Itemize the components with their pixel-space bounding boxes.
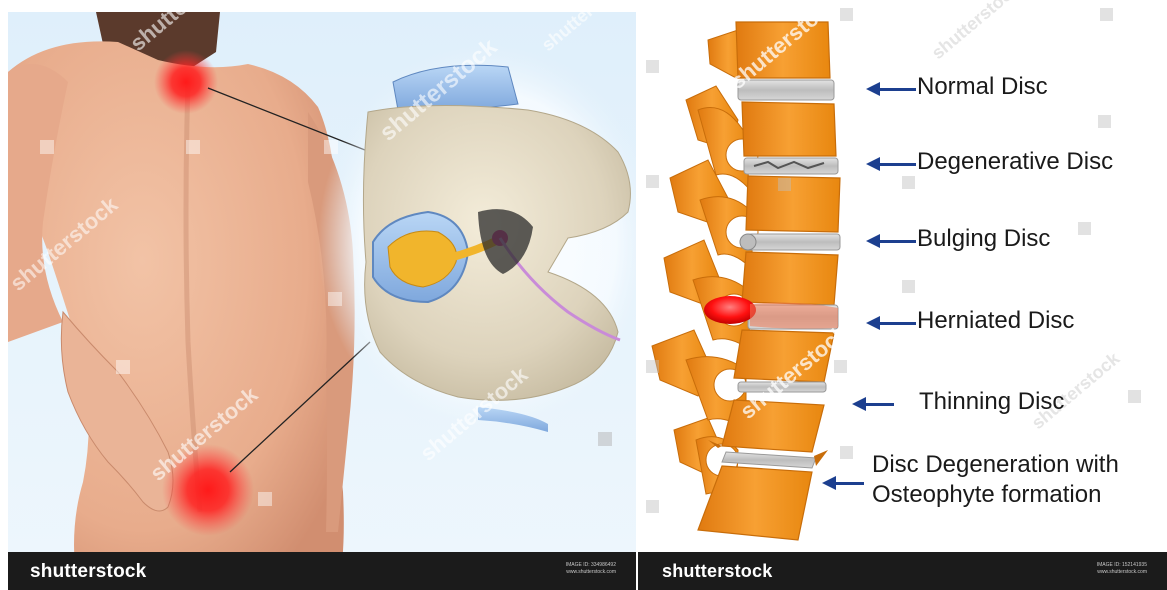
shutterstock-logo: shutterstock [662, 561, 772, 582]
shutterstock-footer-bar: shutterstock IMAGE ID: 152141935 www.shu… [638, 552, 1167, 590]
label-thinning-disc: Thinning Disc [919, 388, 1064, 416]
arrow-degenerative-disc [878, 163, 916, 166]
degenerative-disc [744, 158, 838, 174]
label-osteophyte-disc: Disc Degeneration with Osteophyte format… [872, 450, 1119, 510]
shutterstock-logo: shutterstock [30, 561, 146, 583]
disc-degeneration-diagram: shutterstock shutterstock shutterstock s… [638, 0, 1167, 590]
image-id-info: IMAGE ID: 334986492 www.shutterstock.com [566, 562, 616, 576]
label-herniated-disc: Herniated Disc [917, 307, 1074, 335]
arrow-herniated-disc [878, 322, 916, 325]
image-id-info: IMAGE ID: 152141935 www.shutterstock.com [1097, 562, 1147, 576]
bulging-disc [740, 234, 840, 250]
watermark: shutterstock [538, 12, 634, 55]
back-pain-illustration: shutterstock shutterstock shutterstock s… [8, 12, 636, 590]
shutterstock-footer-bar: shutterstock IMAGE ID: 334986492 www.shu… [8, 552, 636, 590]
arrow-osteophyte-disc [834, 482, 864, 485]
neck-pain-spot [154, 50, 218, 114]
arrow-normal-disc [878, 88, 916, 91]
watermark: shutterstock [928, 0, 1024, 63]
image-url-text: www.shutterstock.com [1097, 569, 1147, 576]
image-id-text: IMAGE ID: 152141935 [1097, 562, 1147, 569]
label-degenerative-disc: Degenerative Disc [917, 148, 1113, 176]
label-bulging-disc: Bulging Disc [917, 225, 1050, 253]
label-osteophyte-line2: Osteophyte formation [872, 480, 1119, 510]
label-osteophyte-line1: Disc Degeneration with [872, 450, 1119, 480]
arrow-bulging-disc [878, 240, 916, 243]
arrow-thinning-disc [864, 403, 894, 406]
image-url-text: www.shutterstock.com [566, 569, 616, 576]
image-id-text: IMAGE ID: 334986492 [566, 562, 616, 569]
back-pain-graphic: shutterstock shutterstock shutterstock s… [8, 12, 636, 590]
label-normal-disc: Normal Disc [917, 73, 1048, 101]
